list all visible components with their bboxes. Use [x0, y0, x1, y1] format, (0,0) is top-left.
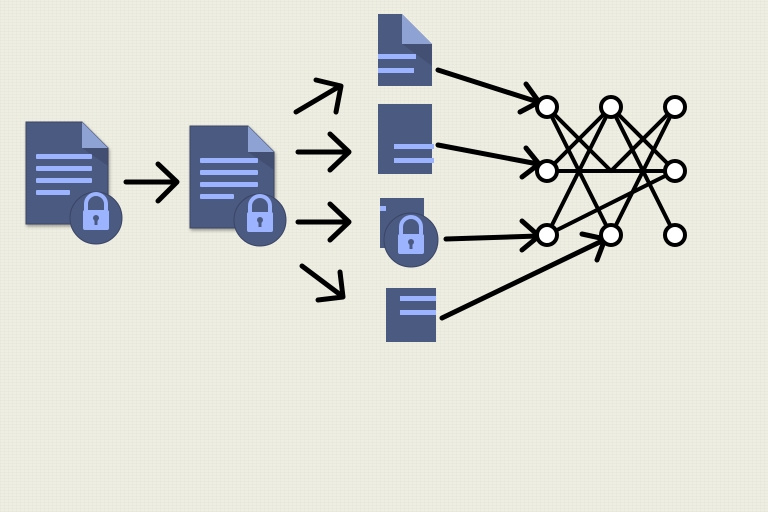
network-node: [663, 159, 687, 183]
arrow-right-icon: [295, 201, 352, 243]
network-connections: [545, 105, 677, 237]
network-node: [599, 95, 623, 119]
arrow-right-icon: [295, 131, 352, 173]
document-icon: [386, 288, 436, 342]
network-node: [663, 223, 687, 247]
document-fragment-1: [378, 14, 432, 86]
document-icon: [378, 104, 434, 174]
network-node: [599, 223, 623, 247]
split-arrows: [293, 77, 352, 303]
network-node: [535, 223, 559, 247]
network-nodes: [535, 95, 687, 247]
lock-icon: [69, 191, 123, 245]
lock-icon: [383, 212, 439, 268]
document-icon: [378, 14, 432, 86]
network-node: [663, 95, 687, 119]
arrow-right-icon: [435, 142, 542, 180]
lock-icon: [233, 193, 287, 247]
arrow-right-icon: [435, 67, 542, 115]
arrow-right-icon: [443, 218, 542, 253]
arrow-up-right-icon: [293, 77, 344, 115]
fragment-to-network-arrows: [435, 67, 608, 321]
network-node: [535, 95, 559, 119]
document-fragment-4: [386, 288, 436, 342]
arrow-right-icon: [123, 161, 180, 204]
neural-network-icon: [535, 95, 687, 247]
document-fragment-2: [378, 104, 434, 174]
encrypted-document-1: [25, 121, 123, 245]
encrypted-document-2: [189, 125, 287, 247]
network-node: [535, 159, 559, 183]
arrow-down-right-icon: [299, 263, 346, 303]
document-fragment-3: [380, 198, 439, 268]
